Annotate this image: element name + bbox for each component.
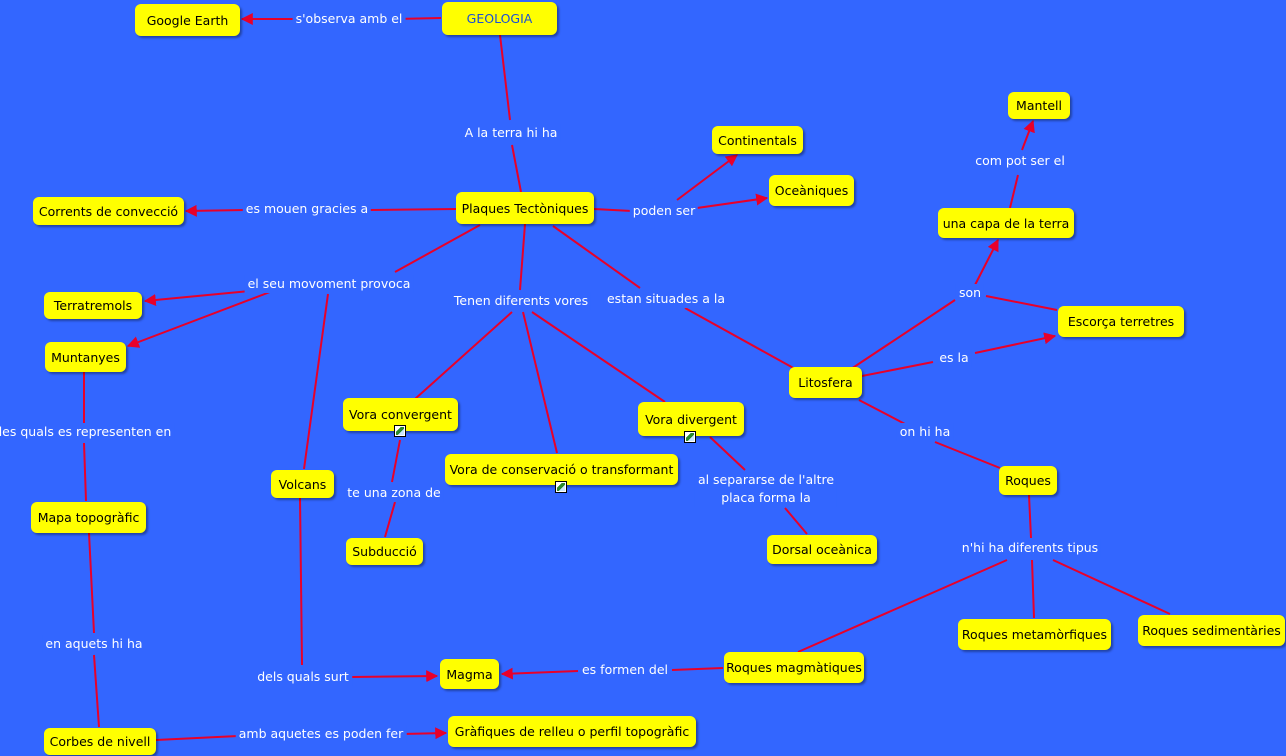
node-roques-magmatiques[interactable]: Roques magmàtiques [724,652,864,683]
node-geologia[interactable]: GEOLOGIA [442,2,557,35]
node-grafiques-relleu[interactable]: Gràfiques de relleu o perfil topogràfic [448,716,696,747]
link-label-on-hi-ha[interactable]: on hi ha [896,423,954,441]
node-oceaniques[interactable]: Oceàniques [769,175,854,206]
node-vora-conservacio[interactable]: Vora de conservació o transformant [445,454,678,485]
node-dorsal-oceanica[interactable]: Dorsal oceànica [767,535,877,564]
node-roques[interactable]: Roques [999,466,1057,495]
node-corrents-conveccio[interactable]: Corrents de convecció [33,197,184,225]
link-label-separarse-line1: al separarse de l'altre [697,472,835,487]
link-label-fer[interactable]: amb aquetes es poden fer [235,725,407,743]
node-roques-metamorfiques[interactable]: Roques metamòrfiques [958,619,1111,650]
node-mantell[interactable]: Mantell [1008,92,1070,119]
node-subduccio[interactable]: Subducció [346,538,423,565]
link-label-separarse-line2: placa forma la [721,490,811,505]
link-label-observa[interactable]: s'observa amb el [292,10,406,28]
node-google-earth[interactable]: Google Earth [135,4,240,36]
link-label-son[interactable]: son [955,284,985,302]
link-label-tipus[interactable]: n'hi ha diferents tipus [958,539,1102,557]
link-label-es-la[interactable]: es la [936,349,972,367]
node-continentals[interactable]: Continentals [712,126,803,154]
link-label-separarse[interactable]: al separarse de l'altre placa forma la [694,471,838,507]
link-label-terra-hi-ha[interactable]: A la terra hi ha [461,124,561,142]
link-label-moviment[interactable]: el seu movoment provoca [244,275,414,293]
node-muntanyes[interactable]: Muntanyes [45,342,126,372]
node-mapa-topografic[interactable]: Mapa topogràfic [31,502,146,533]
link-label-mouen[interactable]: es mouen gracies a [242,200,372,218]
link-label-representen[interactable]: les quals es representen en [0,423,175,441]
node-magma[interactable]: Magma [440,659,499,689]
node-vora-divergent[interactable]: Vora divergent [638,402,744,436]
node-plaques-tectoniques[interactable]: Plaques Tectòniques [456,192,594,224]
node-corbes-nivell[interactable]: Corbes de nivell [44,728,156,755]
node-roques-sedimentaries[interactable]: Roques sedimentàries [1138,615,1285,646]
image-attachment-icon[interactable] [555,481,567,493]
node-volcans[interactable]: Volcans [271,470,334,498]
link-label-surt[interactable]: dels quals surt [254,668,352,686]
link-label-aquets[interactable]: en aquets hi ha [42,635,146,653]
link-label-formen[interactable]: es formen del [578,661,672,679]
image-attachment-icon[interactable] [394,425,406,437]
node-capa-terra[interactable]: una capa de la terra [938,208,1074,238]
node-terratremols[interactable]: Terratremols [44,292,142,319]
image-attachment-icon[interactable] [684,431,696,443]
link-label-zona[interactable]: te una zona de [344,484,444,502]
link-label-com-pot[interactable]: com pot ser el [972,152,1068,170]
node-litosfera[interactable]: Litosfera [789,367,862,398]
node-escorca-terretres[interactable]: Escorça terretres [1058,306,1184,337]
link-label-poden-ser[interactable]: poden ser [629,202,699,220]
link-label-vores[interactable]: Tenen diferents vores [450,292,592,310]
link-label-situades[interactable]: estan situades a la [603,290,729,308]
